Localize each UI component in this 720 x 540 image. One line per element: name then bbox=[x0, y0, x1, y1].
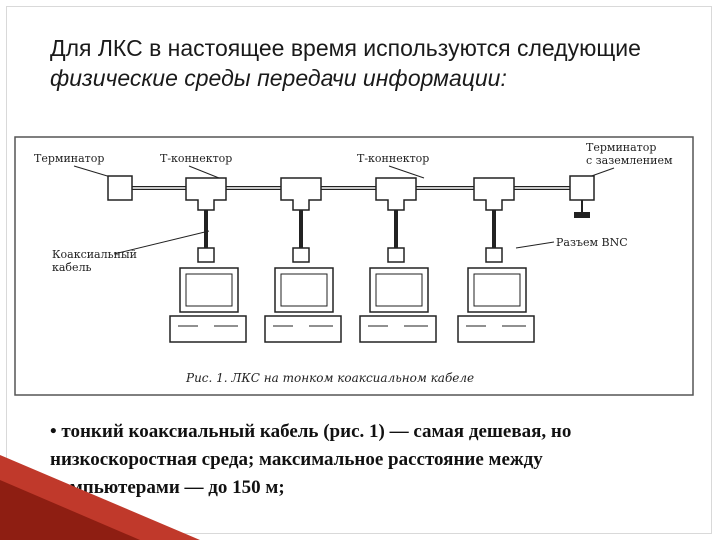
label-tconnector-2: Т-коннектор bbox=[357, 152, 429, 165]
slide-frame bbox=[6, 6, 712, 534]
ground-symbol bbox=[574, 212, 590, 218]
label-coax-2: кабель bbox=[52, 261, 92, 274]
station-3 bbox=[359, 177, 437, 343]
station-4 bbox=[457, 177, 535, 343]
station-1 bbox=[169, 177, 247, 343]
station-2 bbox=[264, 177, 342, 343]
monitor-screen bbox=[185, 273, 233, 307]
terminator-right bbox=[569, 175, 595, 201]
network-figure: Терминатор Т-коннектор Т-коннектор Терми… bbox=[14, 136, 694, 396]
label-terminator: Терминатор bbox=[34, 152, 104, 165]
bnc-connector bbox=[197, 247, 215, 263]
deco-triangle-dark bbox=[0, 480, 140, 540]
t-connector bbox=[185, 177, 227, 211]
bnc-connector bbox=[292, 247, 310, 263]
label-tconnector-1: Т-коннектор bbox=[160, 152, 232, 165]
title-normal-text: Для ЛКС в настоящее время используются с… bbox=[50, 35, 641, 61]
bullet-text: • тонкий коаксиальный кабель (рис. 1) — … bbox=[50, 421, 572, 498]
leader-bnc bbox=[515, 241, 555, 249]
label-terminator-ground-2: с заземлением bbox=[586, 154, 673, 167]
system-unit bbox=[457, 315, 535, 343]
label-terminator-ground-1: Терминатор bbox=[586, 141, 656, 154]
leader-tconnector-1 bbox=[188, 165, 220, 179]
system-unit bbox=[264, 315, 342, 343]
slide-title: Для ЛКС в настоящее время используются с… bbox=[50, 33, 670, 93]
label-coax-1: Коаксиальный bbox=[52, 248, 137, 261]
t-connector bbox=[473, 177, 515, 211]
figure-caption: Рис. 1. ЛКС на тонком коаксиальном кабел… bbox=[185, 371, 474, 385]
bnc-connector bbox=[387, 247, 405, 263]
monitor-screen bbox=[280, 273, 328, 307]
leader-coax bbox=[113, 230, 210, 255]
terminator-left bbox=[107, 175, 133, 201]
label-bnc: Разъем BNC bbox=[556, 236, 628, 249]
title-italic-text: физические среды передачи информации: bbox=[50, 65, 507, 91]
t-connector bbox=[280, 177, 322, 211]
corner-decoration bbox=[0, 440, 200, 540]
t-connector bbox=[375, 177, 417, 211]
system-unit bbox=[359, 315, 437, 343]
bnc-connector bbox=[485, 247, 503, 263]
monitor-screen bbox=[375, 273, 423, 307]
leader-tconnector-2 bbox=[388, 165, 425, 179]
system-unit bbox=[169, 315, 247, 343]
monitor-screen bbox=[473, 273, 521, 307]
